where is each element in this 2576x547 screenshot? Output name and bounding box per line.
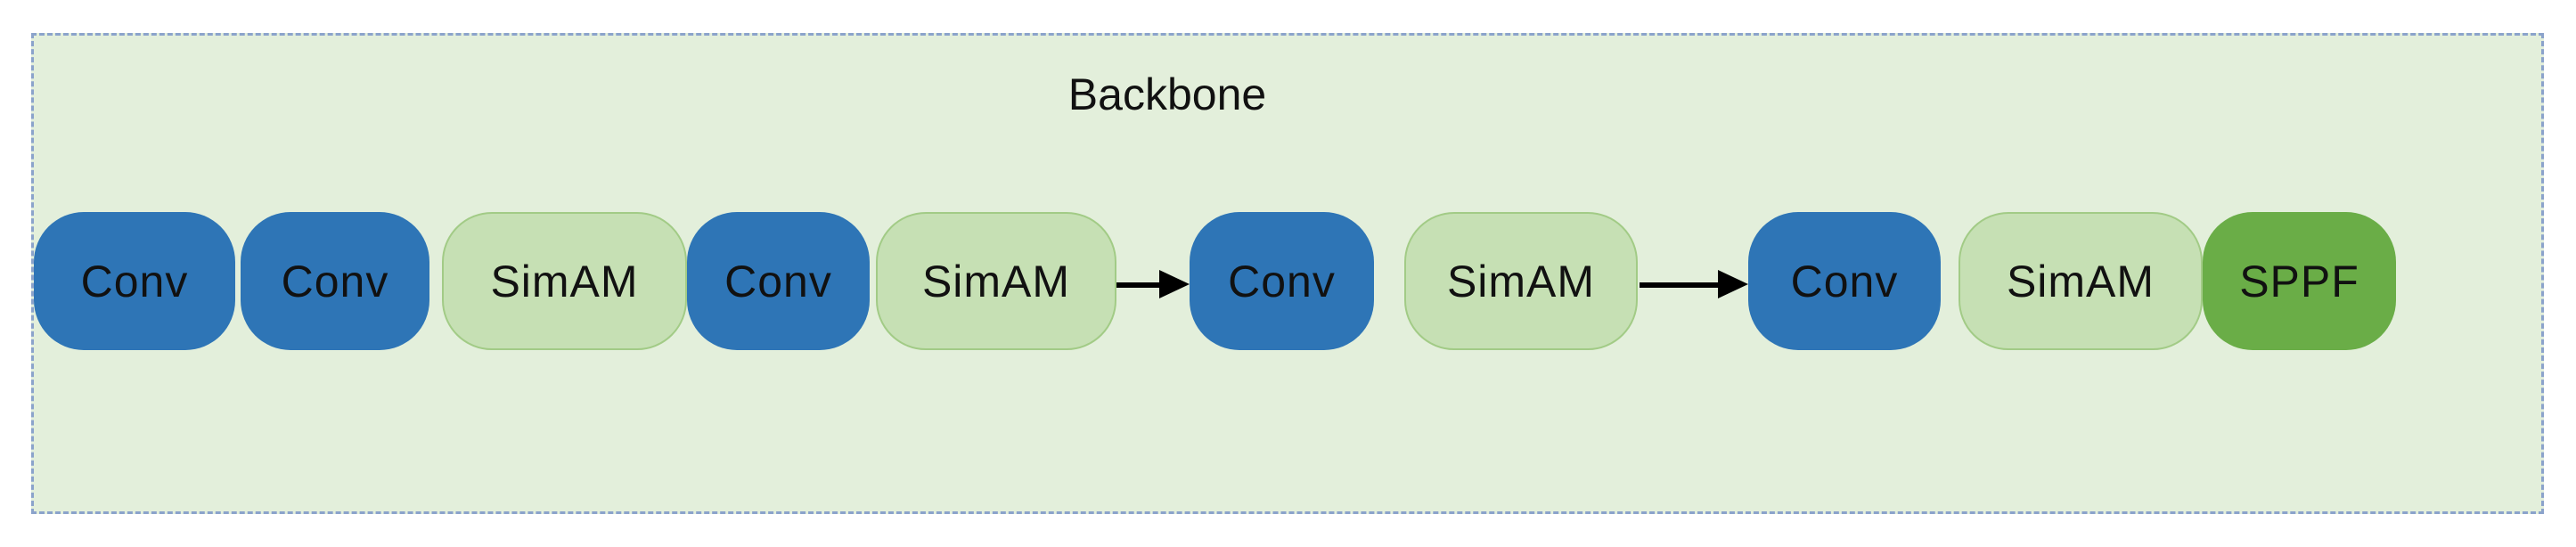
conv-node: Conv [241,212,429,350]
conv-node: Conv [1748,212,1941,350]
node-label: Conv [281,256,389,306]
backbone-title: Backbone [1067,69,1267,119]
node-label: SimAM [2006,256,2155,306]
node-label: SimAM [1446,256,1596,306]
arrow-shaft [1640,282,1725,288]
conv-node: Conv [1190,212,1374,350]
flow-arrow-icon [1640,257,1748,314]
arrow-shaft [1116,282,1166,288]
flow-arrow-icon [1116,257,1190,314]
simam-node: SimAM [1959,212,2203,350]
node-label: Conv [724,256,832,306]
node-label: SPPF [2239,256,2359,306]
simam-node: SimAM [442,212,687,350]
node-label: Conv [1228,256,1336,306]
node-label: Conv [80,256,189,306]
node-label: SimAM [921,256,1071,306]
node-row: Conv Conv SimAM Conv SimAM Conv SimAM Co… [34,212,2541,350]
arrow-head [1159,270,1190,298]
backbone-group: Backbone Conv Conv SimAM Conv SimAM Conv… [31,33,2544,514]
conv-node: Conv [34,212,235,350]
simam-node: SimAM [876,212,1116,350]
conv-node: Conv [687,212,870,350]
node-label: Conv [1790,256,1899,306]
simam-node: SimAM [1404,212,1638,350]
arrow-head [1718,270,1748,298]
sppf-node: SPPF [2203,212,2396,350]
node-label: SimAM [490,256,639,306]
